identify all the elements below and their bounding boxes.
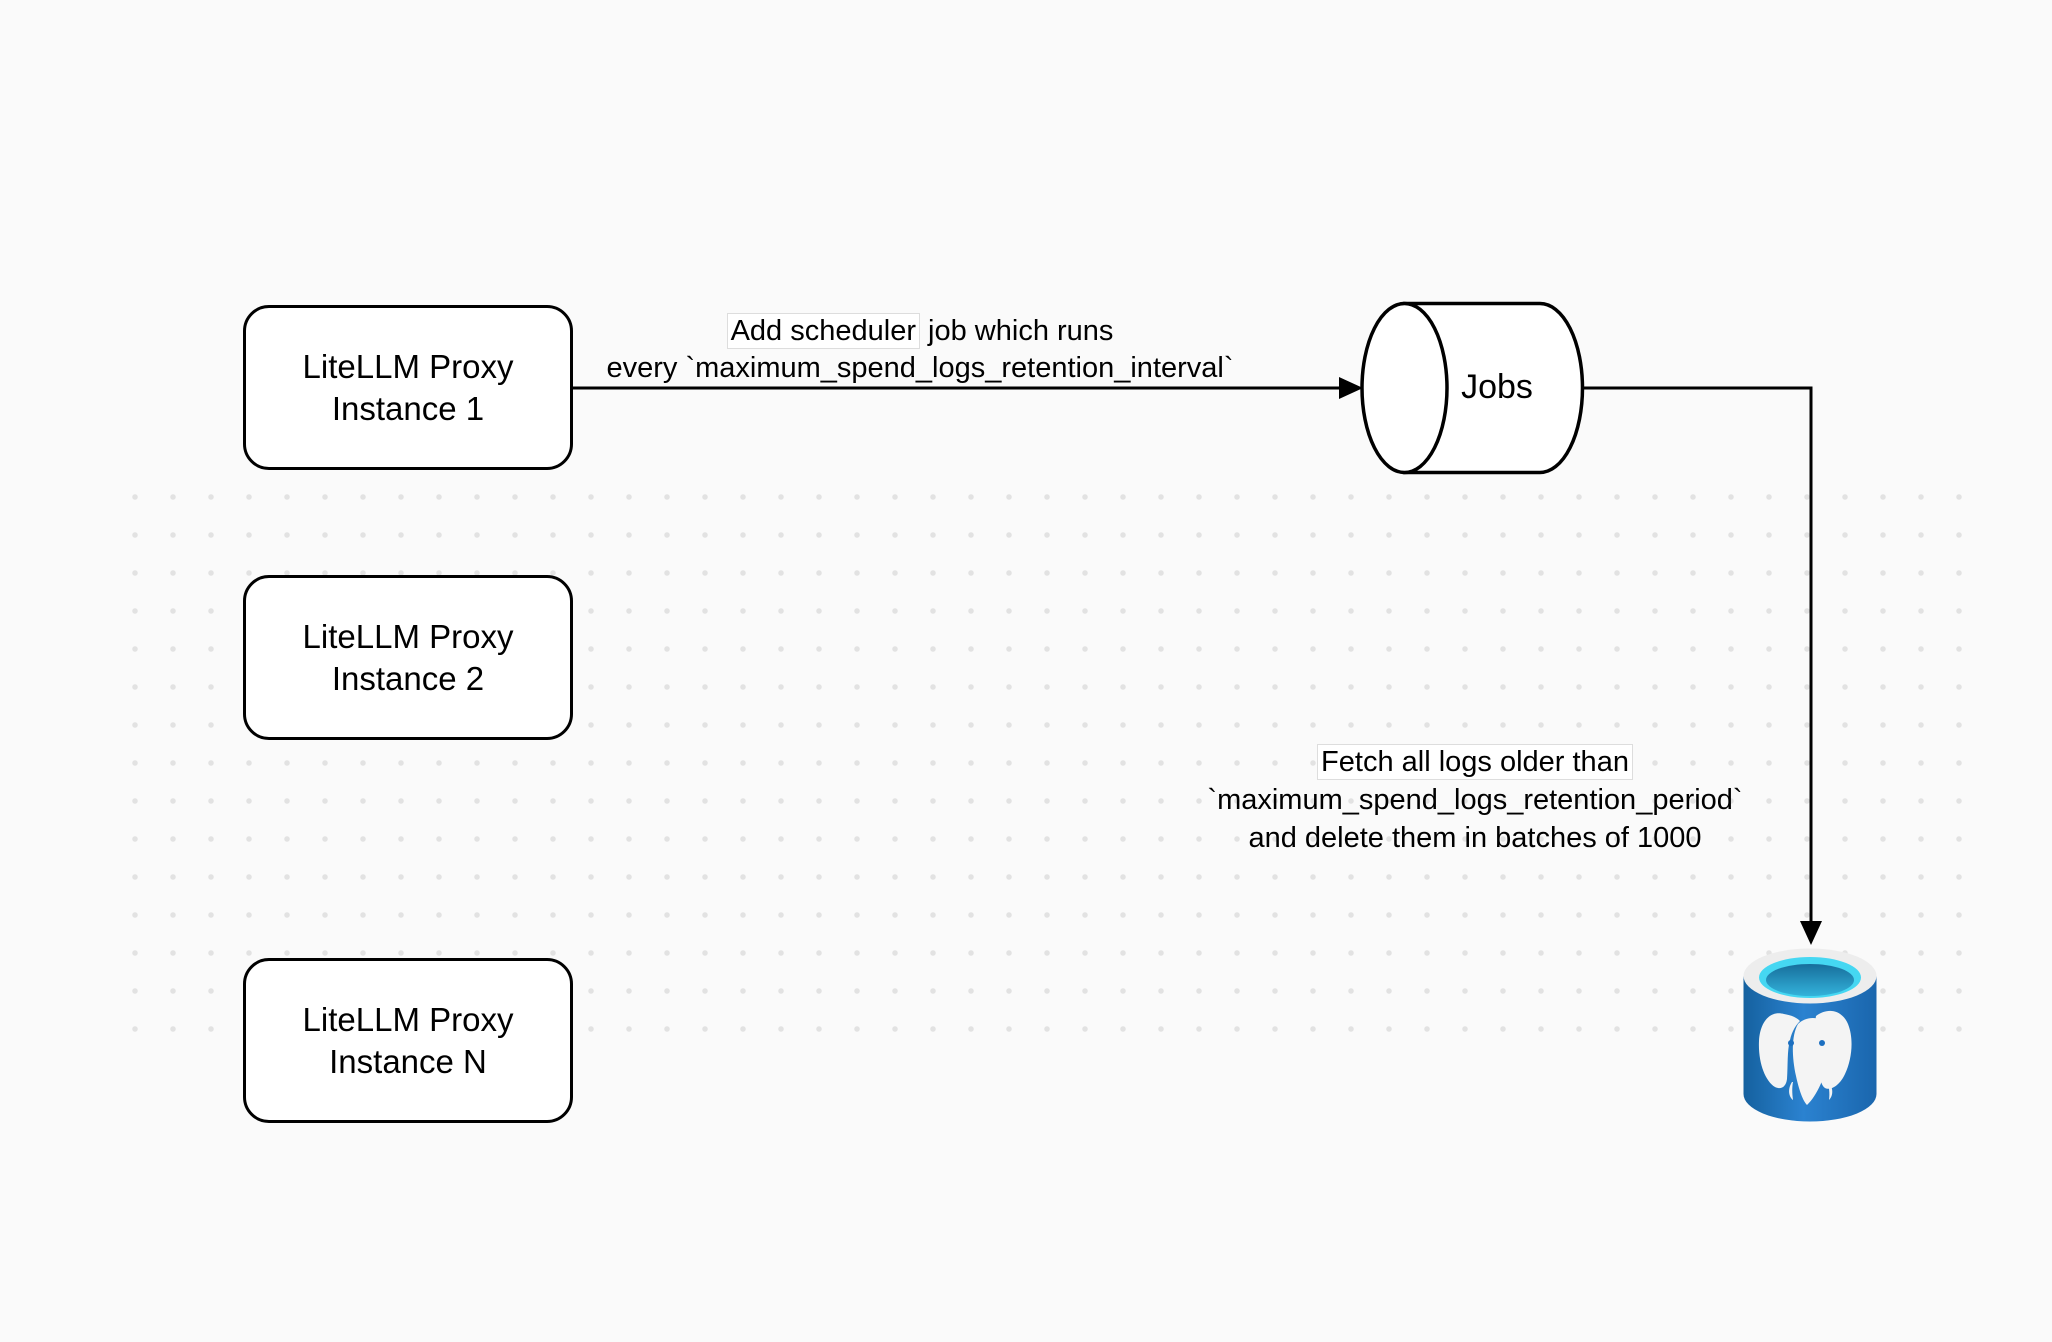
node-litellm-proxy-instance-n: LiteLLM Proxy Instance N bbox=[243, 958, 573, 1123]
edge-label-chip: Add scheduler bbox=[726, 313, 920, 349]
node-litellm-proxy-instance-1: LiteLLM Proxy Instance 1 bbox=[243, 305, 573, 470]
jobs-cylinder-cap bbox=[1360, 301, 1449, 475]
node-label-line: LiteLLM Proxy bbox=[302, 617, 514, 655]
jobs-node-label: Jobs bbox=[1461, 368, 1533, 406]
node-litellm-proxy-instance-2: LiteLLM Proxy Instance 2 bbox=[243, 575, 573, 740]
jobs-cylinder-shape bbox=[1360, 301, 1585, 475]
postgres-elephant-icon bbox=[1758, 1010, 1852, 1105]
node-label-line: LiteLLM Proxy bbox=[302, 347, 514, 385]
edge-label-chip: Fetch all logs older than bbox=[1317, 744, 1633, 780]
postgresql-database-icon bbox=[1743, 948, 1877, 1122]
edge-label-text: job which runs bbox=[919, 315, 1114, 347]
edge-label-fetch-line-2: `maximum_spend_logs_retention_period` bbox=[1207, 784, 1743, 816]
node-label-line: Instance 1 bbox=[331, 389, 485, 427]
edge-label-fetch-line-1: Fetch all logs older than bbox=[1175, 743, 1775, 781]
edge-label-scheduler-line-2: every `maximum_spend_logs_retention_inte… bbox=[606, 352, 1234, 384]
node-label-line: Instance N bbox=[329, 1042, 487, 1080]
node-label-line: Instance 2 bbox=[331, 659, 485, 697]
edge-label-scheduler-line-1: Add scheduler job which runs bbox=[540, 313, 1300, 350]
postgres-elephant-eyes bbox=[1788, 1040, 1825, 1046]
jobs-cylinder-body bbox=[1402, 301, 1585, 475]
node-label-line: LiteLLM Proxy bbox=[302, 1000, 514, 1038]
postgres-opening-pool bbox=[1766, 964, 1854, 996]
edge-label-fetch-line-3: and delete them in batches of 1000 bbox=[1248, 822, 1702, 854]
edge-label-fetch: Fetch all logs older than `maximum_spend… bbox=[1175, 743, 1775, 857]
edge-label-scheduler: Add scheduler job which runs every `maxi… bbox=[540, 313, 1300, 387]
